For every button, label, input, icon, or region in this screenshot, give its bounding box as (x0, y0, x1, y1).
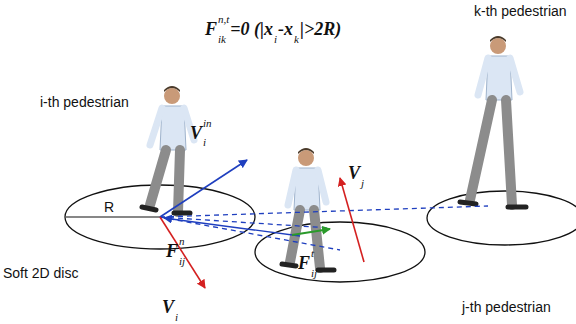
subscript: j (361, 178, 364, 189)
radius-line (66, 216, 160, 217)
velocity-arrow (340, 178, 364, 262)
force-arrow (164, 218, 300, 236)
pedestrian-figure (282, 148, 334, 270)
superscript: n,t (218, 14, 229, 25)
subscript: i (203, 137, 206, 148)
velocity-symbol: V (190, 124, 202, 142)
subscript: k (294, 34, 299, 45)
radius-label: R (104, 200, 114, 214)
subscript: i (175, 312, 178, 323)
superscript: n (179, 236, 185, 247)
velocity-symbol: V (162, 298, 174, 316)
pedestrian-label: i-th pedestrian (40, 95, 129, 109)
velocity-arrow (160, 160, 247, 217)
force-arrow (292, 229, 330, 235)
force-symbol: F (205, 20, 217, 38)
dashed-line (160, 217, 340, 250)
condition-text: -x (278, 20, 293, 38)
velocity-arrow (160, 217, 205, 288)
condition-text: |>2R) (300, 20, 341, 38)
force-symbol: F (166, 242, 178, 260)
dashed-line (160, 206, 488, 217)
pedestrian-figure (142, 86, 194, 213)
pedestrian-label: k-th pedestrian (474, 4, 567, 18)
condition-text: =0 (|x (230, 20, 273, 38)
subscript: i (274, 34, 277, 45)
subscript: ik (218, 34, 226, 45)
disc-label: Soft 2D disc (3, 266, 78, 280)
pedestrian-label: j-th pedestrian (462, 300, 551, 314)
superscript: t (311, 248, 314, 259)
subscript: ij (179, 256, 185, 267)
velocity-symbol: V (348, 164, 360, 182)
superscript: in (203, 118, 212, 129)
dashed-line (160, 217, 330, 228)
subscript: ij (311, 268, 317, 279)
soft-disc (427, 191, 576, 245)
pedestrian-figure (460, 36, 526, 207)
force-symbol: F (298, 254, 310, 272)
soft-disc (255, 222, 425, 282)
